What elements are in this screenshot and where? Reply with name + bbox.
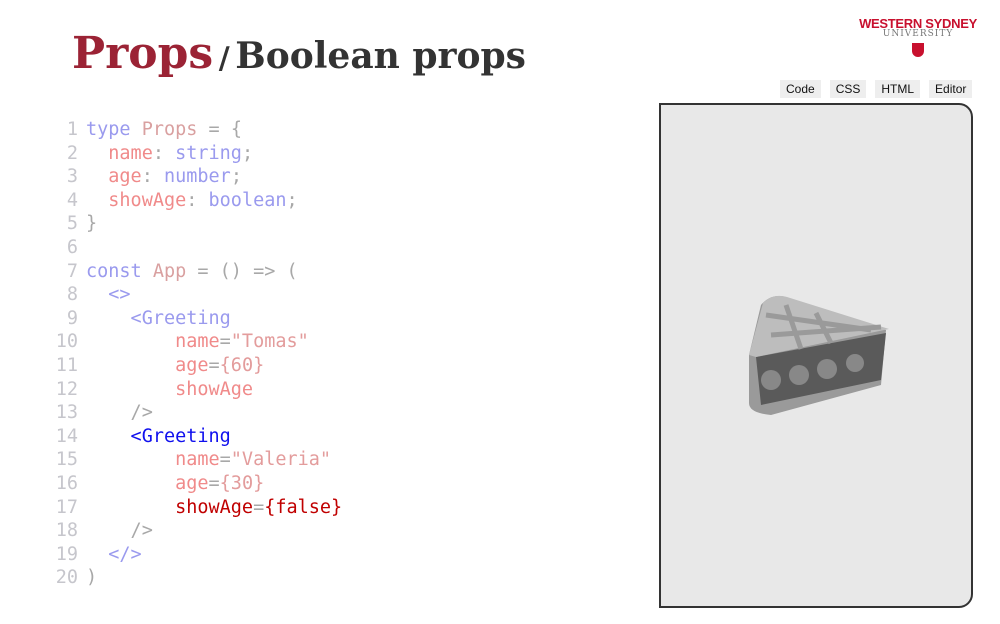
line-number: 15 — [55, 449, 78, 471]
code-line: 2 name: string; — [52, 142, 342, 166]
code-token: number — [163, 166, 231, 188]
code-token: age — [86, 472, 209, 494]
code-line: 19 </> — [52, 543, 342, 567]
code-token: "Valeria" — [230, 449, 332, 471]
code-token: const — [86, 260, 153, 282]
line-number: 19 — [55, 543, 78, 565]
code-token: : — [152, 142, 176, 164]
code-token: : — [186, 189, 209, 211]
logo-line2: UNIVERSITY — [882, 29, 954, 39]
code-token: /> — [86, 520, 153, 542]
code-token: /> — [86, 402, 153, 424]
tab-css[interactable]: CSS — [829, 80, 867, 98]
code-line: 18 /> — [52, 519, 342, 543]
line-number: 1 — [66, 119, 78, 140]
code-token: name — [86, 449, 220, 471]
code-line: 9 <Greeting — [52, 307, 342, 331]
line-number: 14 — [55, 425, 78, 447]
slide-title: Props / Boolean props — [72, 28, 526, 79]
code-line: 7 const App = () => ( — [52, 260, 342, 284]
pie-icon — [749, 295, 889, 415]
logo-line1: WESTERN SYDNEY — [859, 16, 977, 31]
code-token: = { — [197, 119, 242, 140]
code-token: age — [86, 354, 209, 376]
line-number: 6 — [66, 236, 78, 258]
code-line: 16 age={30} — [52, 472, 342, 496]
code-token: ; — [230, 166, 242, 188]
shield-icon — [912, 43, 924, 57]
code-token: = — [253, 496, 265, 518]
title-sub: Boolean props — [235, 35, 526, 77]
code-line: 13 /> — [52, 401, 342, 425]
code-token: ; — [286, 189, 298, 211]
code-line: 4 showAge: boolean; — [52, 189, 342, 213]
title-main: Props — [72, 28, 214, 79]
line-number: 12 — [55, 378, 78, 400]
tab-editor[interactable]: Editor — [929, 80, 973, 98]
line-number: 2 — [66, 142, 78, 164]
code-token: = () => ( — [186, 260, 298, 282]
university-logo: WESTERN SYDNEY UNIVERSITY — [856, 16, 980, 57]
line-number: 13 — [55, 402, 78, 424]
code-token: </> — [86, 543, 142, 565]
code-token: showAge — [86, 496, 254, 518]
code-line: 8 <> — [52, 283, 342, 307]
code-token: = — [208, 354, 220, 376]
code-token: ; — [241, 142, 254, 164]
code-line: 10 name="Tomas" — [52, 330, 342, 354]
preview-tabs: Code CSS HTML Editor — [780, 80, 973, 98]
line-number: 3 — [66, 166, 78, 188]
code-line: 20) — [52, 566, 342, 590]
code-token: } — [86, 213, 98, 235]
code-token: boolean — [208, 189, 287, 211]
code-line: 5} — [52, 212, 342, 236]
code-token: string — [175, 142, 242, 164]
code-token: showAge — [86, 378, 254, 400]
code-token: {60} — [219, 354, 265, 376]
line-number: 7 — [66, 260, 78, 282]
line-number: 4 — [66, 189, 78, 211]
code-line: 17 showAge={false} — [52, 496, 342, 520]
code-line: 3 age: number; — [52, 165, 342, 189]
line-number: 20 — [55, 567, 78, 589]
code-token: = — [219, 449, 231, 471]
code-token: name — [86, 142, 153, 164]
code-line: 1 type Props = { — [52, 118, 342, 142]
code-token: name — [86, 331, 220, 353]
code-token: type — [86, 119, 142, 140]
line-number: 9 — [66, 307, 78, 329]
code-token: App — [152, 260, 187, 282]
code-token: = — [208, 472, 220, 494]
code-token: : — [141, 166, 164, 188]
code-line: 6 — [52, 236, 342, 260]
code-line: 11 age={60} — [52, 354, 342, 378]
code-token: age — [86, 166, 142, 188]
code-token: "Tomas" — [230, 331, 309, 353]
tab-code[interactable]: Code — [780, 80, 821, 98]
code-token: ) — [86, 567, 98, 589]
line-number: 10 — [55, 331, 78, 353]
line-number: 11 — [55, 354, 78, 376]
code-token: {false} — [264, 496, 343, 518]
line-number: 18 — [55, 520, 78, 542]
line-number: 17 — [55, 496, 78, 518]
code-line: 12 showAge — [52, 378, 342, 402]
preview-frame — [659, 103, 973, 608]
code-token: <Greeting — [86, 425, 231, 447]
code-token: {30} — [219, 472, 265, 494]
code-line: 14 <Greeting — [52, 425, 342, 449]
title-separator: / — [218, 41, 230, 76]
tab-html[interactable]: HTML — [875, 80, 921, 98]
code-token: Props — [141, 119, 198, 140]
code-token: <Greeting — [86, 307, 231, 329]
code-token: showAge — [86, 189, 187, 211]
code-token: = — [219, 331, 231, 353]
line-number: 8 — [66, 284, 78, 306]
code-line: 15 name="Valeria" — [52, 448, 342, 472]
line-number: 5 — [66, 213, 78, 235]
line-number: 16 — [55, 472, 78, 494]
code-token: <> — [86, 284, 131, 306]
